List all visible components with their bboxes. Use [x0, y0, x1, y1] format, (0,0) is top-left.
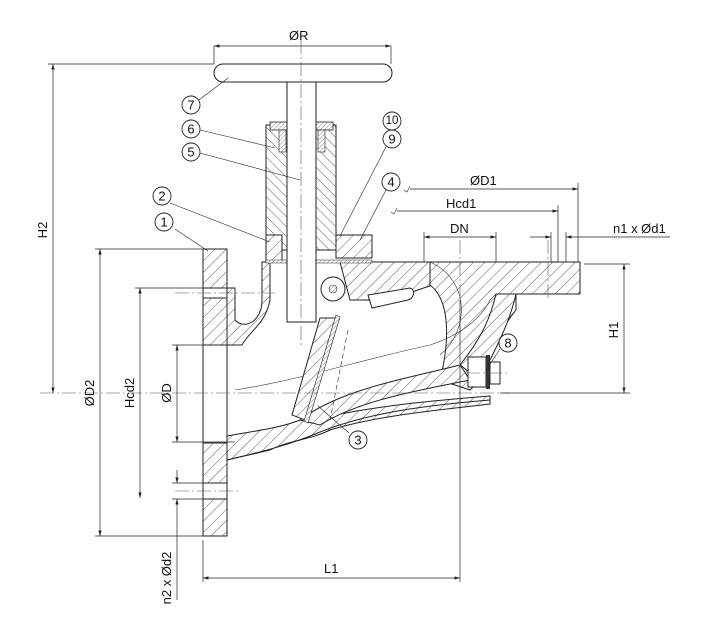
dim-nominal-diameter: DN [450, 221, 469, 236]
svg-text:7: 7 [187, 98, 194, 113]
dimension-labels: ØR H2 ØD1 Hcd1 DN n1 x Ød1 H1 ØD2 Hcd2 Ø… [35, 28, 666, 604]
dim-length: L1 [324, 561, 338, 576]
part-bubble-10: 10 [382, 111, 402, 131]
stem [286, 81, 317, 323]
dimension-lines [48, 44, 670, 600]
part-bubble-4: 4 [381, 172, 401, 192]
dim-handwheel-diameter: ØR [289, 28, 309, 43]
dim-flange1-bolt-circle: Hcd1 [446, 196, 476, 211]
part-bubble-8: 8 [498, 333, 518, 353]
svg-text:3: 3 [354, 433, 361, 448]
svg-text:8: 8 [504, 336, 511, 351]
part-bubble-2: 2 [152, 186, 172, 206]
part-bubble-1: 1 [154, 212, 174, 232]
part-bubble-9: 9 [382, 129, 402, 149]
drain-plug [467, 355, 501, 389]
disc [291, 276, 415, 424]
dim-bore-diameter: ØD [159, 383, 174, 403]
dim-flange2-bolts: n2 x Ød2 [159, 552, 174, 605]
dim-flange2-bolt-circle: Hcd2 [122, 378, 137, 408]
part-bubble-6: 6 [181, 119, 201, 139]
centre-lines [40, 40, 549, 492]
dim-flange1-diameter: ØD1 [470, 173, 497, 188]
dim-height-total: H2 [35, 222, 50, 239]
surface-marks [390, 185, 411, 215]
dim-height-outlet: H1 [606, 322, 621, 339]
part-bubble-3: 3 [348, 430, 368, 450]
svg-text:9: 9 [388, 132, 395, 147]
dim-flange1-bolts: n1 x Ød1 [613, 221, 666, 236]
part-bubble-5: 5 [181, 142, 201, 162]
svg-text:6: 6 [187, 122, 194, 137]
bonnet [265, 121, 373, 264]
svg-text:2: 2 [158, 189, 165, 204]
svg-text:10: 10 [386, 115, 399, 127]
svg-text:4: 4 [387, 175, 394, 190]
dim-flange2-diameter: ØD2 [82, 380, 97, 407]
svg-text:5: 5 [187, 145, 194, 160]
svg-text:1: 1 [160, 215, 167, 230]
handwheel [213, 63, 393, 83]
part-callouts: 1 2 3 4 5 6 7 8 9 10 [152, 77, 518, 450]
part-bubble-7: 7 [181, 95, 201, 115]
